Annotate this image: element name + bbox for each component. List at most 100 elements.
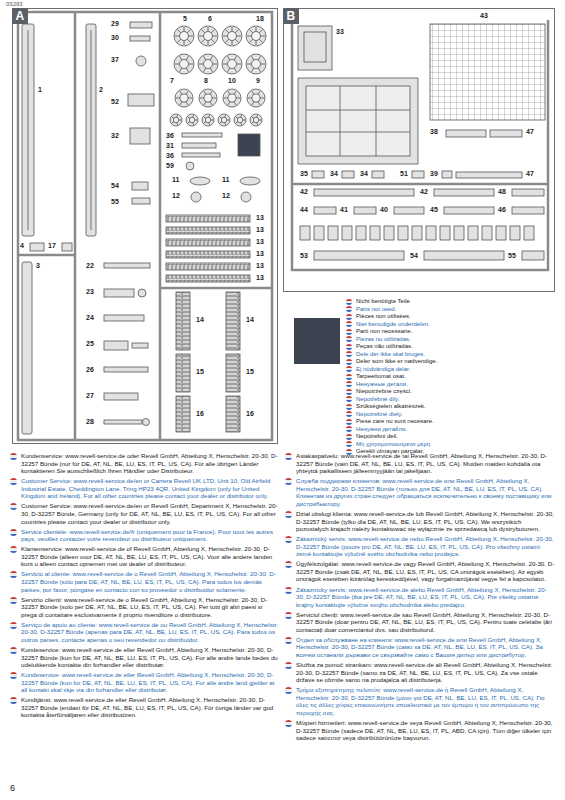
unused-parts-note: Peças não utilizadas. bbox=[346, 343, 556, 351]
part-number: 11 bbox=[172, 176, 179, 183]
customer-service-text: Zákaznícky servis: www.revell-service.de… bbox=[285, 586, 555, 609]
customer-service-text: Serviço de apoio ao cliente: www.revell-… bbox=[10, 621, 278, 644]
unused-parts-note: Piese care nu sunt necesare. bbox=[346, 418, 556, 426]
unused-parts-note: Parti non necessarie. bbox=[346, 328, 556, 336]
part-number: 18 bbox=[256, 15, 264, 22]
unused-parts-note: Deler som ikke er nødvendige. bbox=[346, 358, 556, 366]
part-number: 35 bbox=[300, 170, 308, 177]
part-number: 11 bbox=[222, 176, 229, 183]
part-number: 13 bbox=[256, 226, 264, 233]
part-number: 53 bbox=[300, 252, 308, 259]
part-number: 31 bbox=[166, 142, 174, 149]
unused-parts-note: Pièces non utilisées. bbox=[346, 313, 556, 321]
unused-parts-note: Μη χρησιμοποιούμενα μέρη bbox=[346, 441, 556, 449]
unused-parts-note: Piezas no utilizadas. bbox=[346, 336, 556, 344]
unused-parts-note: Tarpeettomat osat. bbox=[346, 373, 556, 381]
kit-number: 03293 bbox=[6, 1, 23, 7]
part-number: 34 bbox=[360, 170, 368, 177]
part-number: 25 bbox=[86, 340, 94, 347]
part-number: 4 bbox=[20, 242, 24, 249]
customer-service-text: Müşteri hizmetleri: www.revell-service.d… bbox=[285, 719, 555, 742]
part-number: 22 bbox=[86, 262, 94, 269]
customer-service-text: Отдел за обслужване на клиенти: www.reve… bbox=[285, 636, 555, 659]
part-number: 14 bbox=[246, 316, 254, 323]
part-number: 2 bbox=[99, 86, 103, 93]
unused-parts-note: Nepotřebné díly. bbox=[346, 396, 556, 404]
part-number: 44 bbox=[300, 206, 308, 213]
customer-service-column: Kundenservice: www.revell-service.de ode… bbox=[10, 452, 278, 722]
unused-parts-note: Parts not used. bbox=[346, 306, 556, 314]
part-number: 54 bbox=[111, 182, 119, 189]
part-number: 16 bbox=[196, 410, 204, 417]
customer-service-text: Asiakaspalvelu: www.revell-service.de ta… bbox=[285, 452, 555, 475]
part-number: 13 bbox=[256, 238, 264, 245]
unused-parts-note: Nicht benötigte Teile bbox=[346, 298, 556, 306]
customer-service-text: Τμήμα εξυπηρέτησης πελατών: www.revell-s… bbox=[285, 686, 555, 716]
customer-service-text: Customer Service: www.revell-service.de/… bbox=[10, 477, 278, 500]
part-number: 43 bbox=[480, 12, 488, 19]
sprue-panel: A bbox=[12, 8, 278, 444]
unused-parts-note: Ненужни детайли. bbox=[346, 426, 556, 434]
part-number: 48 bbox=[498, 188, 506, 195]
part-number: 13 bbox=[256, 262, 264, 269]
part-number: 24 bbox=[86, 314, 94, 321]
part-number: 8 bbox=[204, 77, 208, 84]
customer-service-text: Zákaznický servis: www.revell-service.de… bbox=[285, 535, 555, 558]
part-number: 42 bbox=[420, 188, 428, 195]
part-number: 23 bbox=[86, 288, 94, 295]
part-number: 59 bbox=[166, 162, 174, 169]
part-number: 15 bbox=[246, 368, 254, 375]
part-number: 14 bbox=[196, 316, 204, 323]
part-number: 17 bbox=[48, 242, 56, 249]
part-number: 36 bbox=[166, 132, 174, 139]
unused-part-swatch bbox=[294, 318, 340, 364]
unused-parts-note: Szükségtelen alkatrészek. bbox=[346, 403, 556, 411]
sprue-letter: A bbox=[12, 8, 29, 24]
customer-service-text: Service clientèle: www.revell-service.de… bbox=[10, 528, 278, 543]
part-number: 30 bbox=[111, 34, 119, 41]
part-number: 55 bbox=[111, 198, 119, 205]
customer-service-text: Servizio clienti: www.revell-service.de … bbox=[10, 596, 278, 619]
part-number: 13 bbox=[256, 274, 264, 281]
part-number: 13 bbox=[256, 250, 264, 257]
unused-parts-note: Nepotrebné diely. bbox=[346, 411, 556, 419]
part-number: 3 bbox=[36, 262, 40, 269]
part-number: 27 bbox=[86, 392, 94, 399]
part-number: 41 bbox=[340, 206, 348, 213]
part-number: 36 bbox=[166, 152, 174, 159]
customer-service-text: Servicio al cliente: www.revell-service.… bbox=[10, 570, 278, 593]
small-parts bbox=[300, 226, 534, 240]
unused-parts-note: Niet benodigde onderdelen. bbox=[346, 321, 556, 329]
unused-parts-note: Ненужные детали. bbox=[346, 381, 556, 389]
customer-service-text: Klantenservice: www.revell-service.de of… bbox=[10, 545, 278, 568]
unused-parts-note: Nepotrebni deli. bbox=[346, 433, 556, 441]
part-number: 13 bbox=[256, 214, 264, 221]
unused-parts-note: Dele der ikke skal bruges. bbox=[346, 351, 556, 359]
part-number: 5 bbox=[183, 15, 187, 22]
part-number: 47 bbox=[526, 128, 534, 135]
part-number: 46 bbox=[498, 206, 506, 213]
customer-service-text: Kundtjänst: www.revell-service.de eller … bbox=[10, 696, 278, 719]
customer-service-text: Kundeservice: www.revell-service.de elle… bbox=[10, 646, 278, 669]
part-number: 38 bbox=[430, 128, 438, 135]
part-number: 1 bbox=[38, 86, 42, 93]
part-number: 55 bbox=[508, 252, 516, 259]
part-number: 29 bbox=[111, 20, 119, 27]
customer-service-text: Dział obsługi klienta: www.revell-servic… bbox=[285, 510, 555, 533]
part-number: 12 bbox=[222, 192, 230, 199]
part-number: 40 bbox=[380, 206, 388, 213]
part-number: 52 bbox=[111, 98, 119, 105]
part-number: 33 bbox=[336, 28, 344, 35]
unused-parts-list: Nicht benötigte TeileParts not used.Pièc… bbox=[346, 298, 556, 456]
part-number: 47 bbox=[526, 170, 534, 177]
part-number: 54 bbox=[410, 252, 418, 259]
part-number: 37 bbox=[111, 56, 119, 63]
unused-parts-note: Niepotrzebne części. bbox=[346, 388, 556, 396]
customer-service-text: Služba za pomoč strankam: www.revell-ser… bbox=[285, 661, 555, 684]
part-number: 34 bbox=[330, 170, 338, 177]
customer-service-text: Serviciul clienți: www.revell-service.de… bbox=[285, 611, 555, 634]
part-number: 12 bbox=[172, 192, 180, 199]
part-number: 26 bbox=[86, 366, 94, 373]
road-wheels bbox=[170, 26, 266, 126]
